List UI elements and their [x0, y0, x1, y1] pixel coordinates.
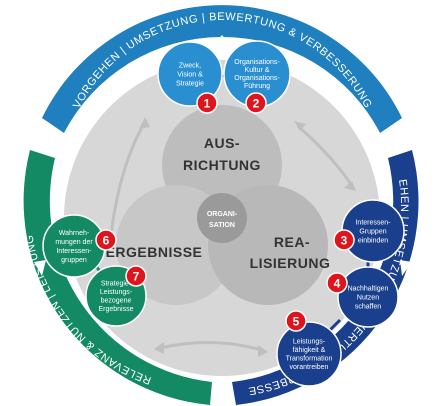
node-6-text-line: gruppen: [61, 257, 87, 264]
node-4-badge-number: 4: [334, 277, 341, 291]
node-4-circle: [337, 266, 399, 328]
arrowhead-1a: [139, 117, 150, 129]
arrow-top-right: [297, 124, 354, 187]
label-organi: ORGANI-: [207, 211, 238, 218]
label-sation: SATION: [209, 222, 235, 229]
node-6-text-line: Wahrneh-: [59, 230, 90, 237]
node-4-text-line: Nutzen: [357, 294, 379, 301]
arrow-bottom: [159, 340, 263, 352]
node-3-badge-number: 3: [341, 234, 348, 248]
label-richtung: RICHTUNG: [183, 157, 261, 173]
node-6-badge: [95, 229, 117, 251]
node-1-text-line: Strategie: [176, 80, 204, 87]
label-ergebnisse: ERGEBNISSE: [106, 244, 203, 260]
node-5-text-line: Leistungs-: [293, 339, 326, 346]
node-7-text-line: Strategie-: [101, 281, 132, 288]
node-5-badge-number: 5: [293, 315, 300, 329]
node-5-text-line: fähigkeit &: [293, 347, 326, 354]
node-6-text-line: mungen der: [55, 239, 93, 246]
node-4-badge: [326, 272, 348, 294]
node-7-text-line: bezogene: [101, 298, 132, 305]
node-5-circle: [276, 321, 342, 387]
notch-left: [34, 260, 46, 276]
top-ring-segment: [42, 5, 402, 133]
label-lisierung: LISIERUNG: [250, 255, 331, 271]
node-2-text-line: Kultur &: [245, 67, 270, 74]
node-2-text-line: Organisations-: [234, 59, 280, 66]
node-4-text-line: schaffen: [355, 303, 381, 310]
node-7-badge-number: 7: [133, 270, 140, 284]
arrowhead-2b: [344, 181, 356, 191]
node-3-text-line: einbinden: [358, 237, 388, 244]
arrowhead-3a: [154, 342, 164, 354]
node-2-text-line: Führung: [244, 83, 270, 90]
node-1-badge-number: 1: [204, 97, 211, 111]
node-5-text-line: Transformation: [286, 356, 333, 363]
notch-right: [400, 260, 412, 276]
node-2-text-line: Organisations-: [234, 75, 280, 82]
node-2: Organisations-Kultur &Organisations-Führ…: [223, 40, 291, 114]
node-3-text-line: Gruppen: [359, 228, 386, 235]
node-1-text-line: Zweck,: [179, 62, 201, 69]
node-7-text-line: Ergebnisse: [98, 306, 133, 313]
arrow-top-left: [108, 121, 147, 245]
connector-4-5: [328, 318, 342, 332]
arrowhead-2a: [294, 121, 306, 131]
node-7-text-line: Leistungs-: [100, 289, 133, 296]
cycle-arrows: [108, 121, 354, 352]
node-1: Zweck, Vision & Strategie 1: [157, 41, 223, 114]
node-3-text-line: Interessen-: [355, 219, 391, 226]
node-3: Interessen- Gruppen einbinden 3: [333, 199, 405, 263]
node-1-badge: [196, 92, 218, 114]
node-7-badge: [125, 265, 147, 287]
center-organisation: [197, 193, 247, 243]
node-1-circle: [157, 41, 223, 107]
left-ring-segment: [23, 150, 213, 405]
label-rea: REA-: [274, 234, 310, 250]
arrowhead-3b: [258, 345, 268, 357]
node-5-badge: [285, 310, 307, 332]
node-5: Leistungs-fähigkeit & Transformationvoran…: [276, 310, 342, 387]
node-2-badge: [245, 92, 267, 114]
node-3-badge: [333, 229, 355, 251]
node-6-circle: [42, 214, 106, 278]
label-aus: AUS-: [204, 135, 240, 151]
notch-top: [212, 35, 232, 47]
node-2-badge-number: 2: [253, 97, 260, 111]
node-1-text-line: Vision &: [177, 71, 203, 78]
node-6-badge-number: 6: [103, 234, 110, 248]
node-6-text-line: Interessen-: [56, 248, 92, 255]
node-4-text-line: Nachhaltigen: [348, 285, 389, 292]
nodes-layer: Zweck, Vision & Strategie 1 Organisations-Ku…: [42, 40, 405, 387]
node-5-text-line: vorantreiben: [290, 364, 329, 371]
